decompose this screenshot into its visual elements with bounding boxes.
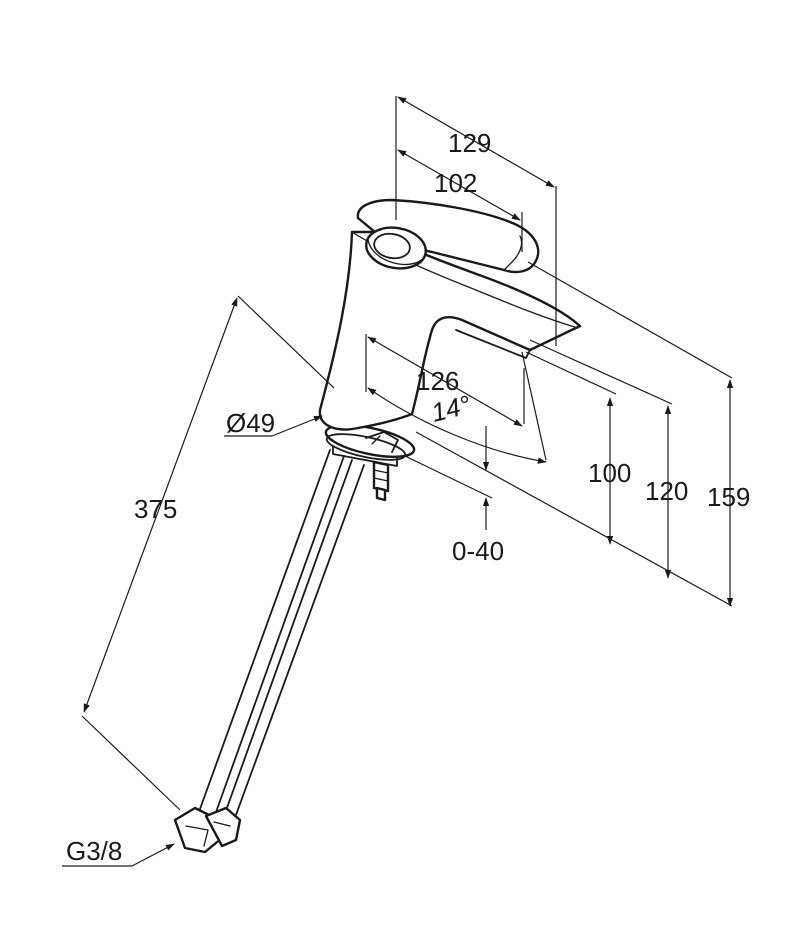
supply-hoses [195, 449, 365, 835]
label-deck-0-40: 0-40 [452, 536, 504, 566]
label-diameter-49: Ø49 [226, 408, 275, 438]
mounting-base [324, 424, 416, 502]
label-hose-375: 375 [134, 494, 177, 524]
label-width-102: 102 [434, 168, 477, 198]
label-height-159: 159 [707, 482, 750, 512]
label-reach-126: 126 [416, 366, 459, 396]
hose-connection-nuts [173, 806, 242, 854]
label-width-129: 129 [448, 128, 491, 158]
label-height-100: 100 [588, 458, 631, 488]
label-thread-g3-8: G3/8 [66, 836, 122, 866]
dimension-labels: 129 102 126 14° Ø49 100 120 159 375 0-40… [66, 128, 750, 866]
dimension-lines [62, 96, 734, 867]
label-height-120: 120 [645, 476, 688, 506]
faucet-outline [173, 198, 582, 854]
